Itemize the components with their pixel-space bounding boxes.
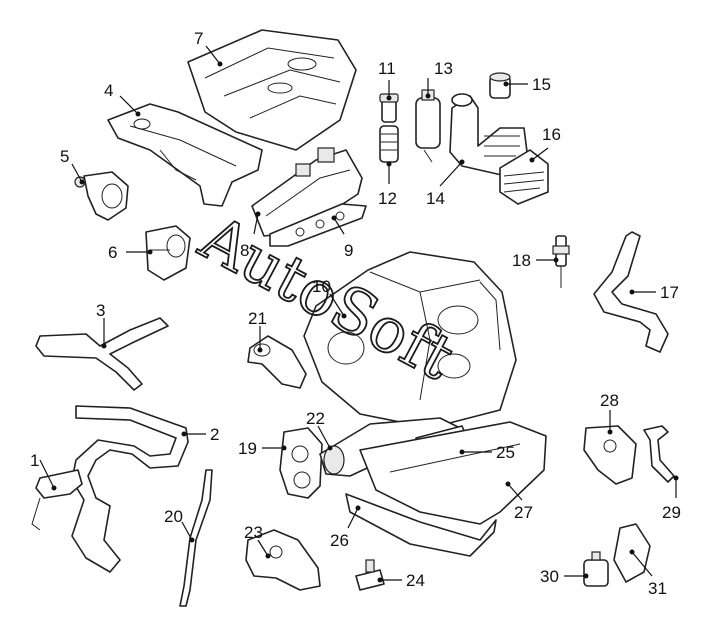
intake-manifold-part: [107, 103, 263, 207]
callout-label-25: 25: [496, 443, 515, 462]
callout-14: 14: [426, 159, 465, 208]
callout-label-30: 30: [540, 567, 559, 586]
callout-29: 29: [662, 475, 681, 522]
callout-13: 13: [425, 59, 453, 99]
callout-label-27: 27: [514, 503, 533, 522]
callout-31: 31: [629, 549, 667, 598]
callout-label-7: 7: [194, 29, 203, 48]
callout-label-9: 9: [344, 241, 353, 260]
callout-9: 9: [331, 215, 353, 260]
callout-15: 15: [503, 75, 551, 94]
engine-block-part: [303, 251, 517, 429]
callout-17: 17: [629, 283, 679, 302]
callout-label-16: 16: [542, 125, 561, 144]
coolant-hose-part: [593, 231, 669, 353]
callout-7: 7: [194, 29, 223, 67]
callout-25: 25: [459, 443, 515, 462]
tensioner-lower-part: [379, 125, 399, 163]
callout-label-5: 5: [60, 147, 69, 166]
callout-label-31: 31: [648, 579, 667, 598]
oil-cooler-part: [499, 149, 549, 205]
cover-plate-part: [279, 427, 323, 499]
small-hose-part: [643, 425, 675, 483]
oil-pump-part: [245, 529, 321, 591]
callout-label-26: 26: [330, 531, 349, 550]
callout-19: 19: [238, 439, 287, 458]
callout-label-1: 1: [30, 451, 39, 470]
callout-28: 28: [600, 391, 619, 435]
callout-label-17: 17: [660, 283, 679, 302]
callout-12: 12: [378, 161, 397, 208]
tensioner-upper-part: [379, 93, 399, 123]
cap-part: [489, 72, 511, 99]
level-sensor-part: [355, 559, 385, 591]
callout-label-29: 29: [662, 503, 681, 522]
callout-20: 20: [164, 507, 195, 543]
callout-4: 4: [104, 81, 141, 117]
callout-10: 10: [312, 277, 347, 319]
engine-cover-part: [187, 29, 357, 151]
oil-pan-lower-part: [345, 493, 497, 557]
engine-mount-bracket-part: [583, 425, 637, 485]
dipstick-tube-part: [179, 469, 213, 607]
callout-30: 30: [540, 567, 589, 586]
callout-label-11: 11: [378, 59, 396, 78]
callout-label-6: 6: [108, 243, 117, 262]
callout-18: 18: [512, 251, 559, 270]
callout-3: 3: [96, 301, 107, 349]
water-elbow-part: [247, 335, 307, 389]
callout-26: 26: [330, 505, 361, 550]
callout-1: 1: [30, 451, 57, 491]
callout-label-24: 24: [406, 571, 425, 590]
callout-label-18: 18: [512, 251, 531, 270]
callout-24: 24: [377, 571, 425, 590]
callout-21: 21: [248, 309, 267, 353]
callout-label-13: 13: [434, 59, 453, 78]
callout-label-21: 21: [248, 309, 267, 328]
pipe-assembly-part: [31, 405, 189, 573]
oil-pan-upper-part: [359, 421, 547, 525]
callout-27: 27: [505, 481, 533, 522]
wiring-harness-upper-part: [35, 317, 169, 391]
callout-8: 8: [240, 211, 261, 260]
callout-label-20: 20: [164, 507, 183, 526]
callout-label-12: 12: [378, 189, 397, 208]
callout-label-28: 28: [600, 391, 619, 410]
callout-23: 23: [244, 523, 271, 559]
callout-5: 5: [60, 147, 85, 185]
callout-label-8: 8: [240, 241, 249, 260]
callout-label-14: 14: [426, 189, 445, 208]
callout-label-4: 4: [104, 81, 113, 100]
throttle-housing-part: [74, 171, 129, 221]
callout-label-2: 2: [210, 425, 219, 444]
gasket-part: [269, 203, 367, 247]
engine-mount-part: [583, 551, 609, 587]
callout-22: 22: [306, 409, 333, 451]
callout-6: 6: [108, 243, 153, 262]
filter-element-part: [415, 89, 441, 163]
oil-filter-housing-part: [449, 93, 529, 177]
callout-label-23: 23: [244, 523, 263, 542]
callout-2: 2: [181, 425, 219, 444]
callout-label-3: 3: [96, 301, 105, 320]
callout-11: 11: [378, 59, 396, 101]
callout-label-10: 10: [312, 277, 331, 296]
glow-plug-part: [552, 235, 570, 288]
callout-label-22: 22: [306, 409, 325, 428]
callout-label-15: 15: [532, 75, 551, 94]
callout-label-19: 19: [238, 439, 257, 458]
valve-unit-part: [145, 225, 191, 281]
callout-16: 16: [529, 125, 561, 163]
